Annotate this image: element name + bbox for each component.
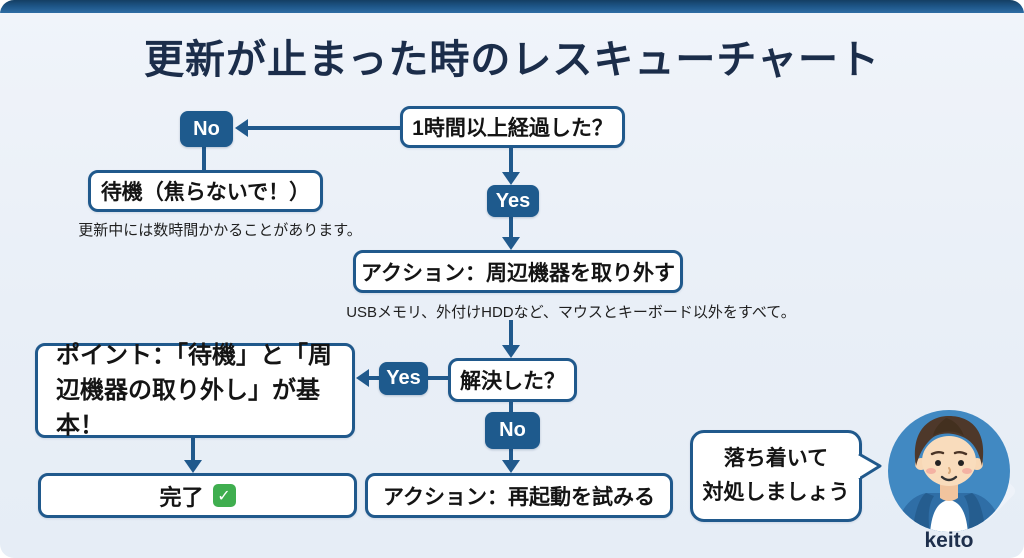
speech-bubble: 落ち着いて 対処しましょう [690,430,862,522]
arrow-left-icon [235,119,248,137]
speech-bubble-line-1: 落ち着いて [723,447,829,471]
node-question-elapsed-label: 1時間以上経過した？ [412,117,613,140]
connector-yes2-to-point [367,376,379,380]
check-icon: ✓ [212,484,236,507]
arrow-left-icon [356,369,369,387]
arrow-down-icon [502,345,520,358]
node-action-peripherals-label: アクション：周辺機器を取り外す [361,261,675,285]
speech-bubble-line-2: 対処しましょう [702,481,850,504]
arrow-down-icon [184,460,202,473]
wait-note: 更新中には数時間かかることがあります。 [78,222,362,239]
badge-no-mid: No [485,412,540,449]
badge-yes-top-label: Yes [495,189,531,212]
badge-no-mid-label: No [499,419,526,441]
connector-q1-to-yes [509,147,513,173]
node-done: 完了 ✓ [38,473,357,518]
badge-yes-mid: Yes [379,362,428,395]
arrow-down-icon [502,237,520,250]
node-question-solved: 解決した？ [448,358,577,402]
connector-yes-to-action1 [509,216,513,238]
speech-bubble-tail [856,452,882,481]
node-done-label: 完了 [159,484,204,510]
connector-point-to-done [191,437,195,461]
badge-yes-top: Yes [487,185,539,217]
connector-q1-to-no [248,126,401,130]
node-point: ポイント：「待機」と「周 辺機器の取り外し」が基本！ [35,342,355,439]
node-action-restart-label: アクション：再起動を試みる [383,485,655,509]
badge-yes-mid-label: Yes [386,367,421,389]
point-line-1: ポイント：「待機」と「周 [56,341,332,369]
badge-no-top: No [180,111,233,147]
connector-solved-to-no2 [509,401,513,412]
avatar [888,410,1010,532]
connector-no-to-wait [202,146,206,172]
point-line-2: 辺機器の取り外し」が基本！ [56,376,320,440]
connector-action1-to-solved [509,320,513,346]
node-action-restart: アクション：再起動を試みる [365,473,673,518]
node-question-elapsed: 1時間以上経過した？ [400,106,625,148]
node-action-peripherals: アクション：周辺機器を取り外す [353,250,683,293]
node-wait: 待機（焦らないで！） [88,170,323,212]
page-title: 更新が止まった時のレスキューチャート [144,38,880,82]
connector-no2-to-action2 [509,448,513,461]
top-accent-bar [0,0,1024,13]
node-question-solved-label: 解決した？ [460,370,565,393]
arrow-down-icon [502,460,520,473]
arrow-down-icon [502,172,520,185]
badge-no-top-label: No [193,117,220,140]
connector-solved-to-yes2 [428,376,448,380]
node-wait-label: 待機（焦らないで！） [100,181,311,204]
peripherals-note: USBメモリ、外付けHDDなど、マウスとキーボード以外をすべて。 [346,304,796,321]
mascot-name: keito [924,529,974,552]
